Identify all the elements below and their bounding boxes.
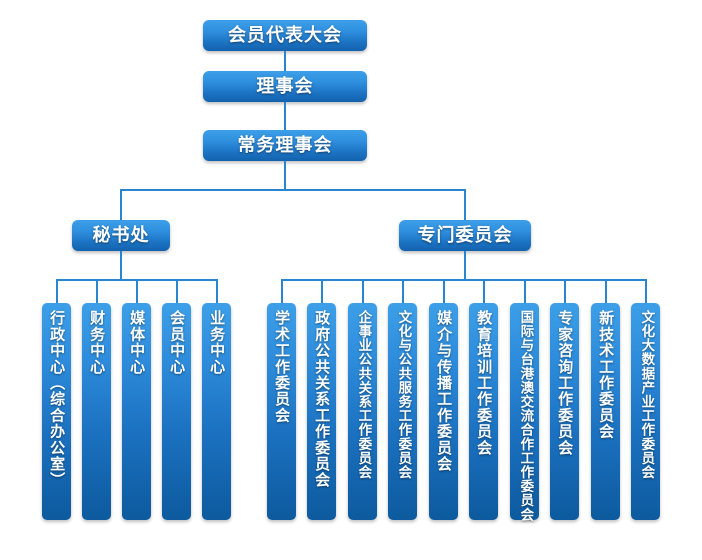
- connector-l2-l3: [284, 102, 286, 130]
- node-label: 秘书处: [92, 225, 150, 246]
- node-council[interactable]: 理事会: [203, 71, 367, 102]
- node-media-center[interactable]: 媒体中心: [122, 303, 151, 520]
- node-finance-center[interactable]: 财务中心: [82, 303, 111, 520]
- node-label: 财务中心: [88, 310, 107, 375]
- node-government-pr-committee[interactable]: 政府公共关系工作委员会: [307, 303, 336, 520]
- node-label: 会员代表大会: [228, 25, 342, 46]
- connector-drop-committee-7: [524, 279, 526, 303]
- node-secretariat[interactable]: 秘书处: [72, 220, 170, 251]
- connector-l3-bus: [284, 161, 286, 190]
- connector-drop-committee-6: [483, 279, 485, 303]
- connector-bus-committee-children: [281, 279, 645, 281]
- connector-drop-secretariat-3: [136, 279, 138, 303]
- node-label: 常务理事会: [237, 135, 333, 156]
- connector-drop-committee-10: [645, 279, 647, 303]
- node-culture-public-service-committee[interactable]: 文化与公共服务工作委员会: [388, 303, 417, 520]
- node-academic-committee[interactable]: 学术工作委员会: [267, 303, 296, 520]
- node-label: 国际与台港澳交流合作工作委员会: [517, 310, 534, 522]
- connector-drop-secretariat-5: [216, 279, 218, 303]
- connector-drop-committee-4: [402, 279, 404, 303]
- connector-drop-committee-5: [443, 279, 445, 303]
- node-special-committees[interactable]: 专门委员会: [399, 220, 531, 251]
- node-label: 专家咨询工作委员会: [556, 310, 575, 456]
- node-label: 媒体中心: [128, 310, 147, 375]
- connector-bus-to-committees: [464, 189, 466, 220]
- node-new-technology-committee[interactable]: 新技术工作委员会: [591, 303, 620, 520]
- node-expert-consulting-committee[interactable]: 专家咨询工作委员会: [550, 303, 579, 520]
- node-administration-center[interactable]: 行政中心（综合办公室）: [42, 303, 71, 520]
- node-label: 会员中心: [168, 310, 187, 375]
- node-education-training-committee[interactable]: 教育培训工作委员会: [469, 303, 498, 520]
- node-label: 文化大数据产业工作委员会: [638, 310, 655, 480]
- node-membership-center[interactable]: 会员中心: [162, 303, 191, 520]
- node-label: 文化与公共服务工作委员会: [395, 310, 412, 480]
- node-label: 行政中心（综合办公室）: [48, 310, 67, 489]
- node-label: 教育培训工作委员会: [475, 310, 494, 456]
- connector-drop-committee-3: [362, 279, 364, 303]
- connector-drop-secretariat-4: [176, 279, 178, 303]
- node-member-congress[interactable]: 会员代表大会: [203, 20, 367, 51]
- connector-drop-committee-8: [564, 279, 566, 303]
- node-label: 媒介与传播工作委员会: [435, 310, 454, 472]
- connector-bus-to-secretariat: [120, 189, 122, 220]
- connector-drop-committee-2: [321, 279, 323, 303]
- connector-secretariat-down: [120, 251, 122, 280]
- connector-l1-l2: [284, 51, 286, 71]
- node-label: 业务中心: [208, 310, 227, 375]
- node-label: 企事业公共关系工作委员会: [355, 310, 372, 480]
- node-standing-council[interactable]: 常务理事会: [203, 130, 367, 161]
- node-label: 政府公共关系工作委员会: [313, 310, 332, 489]
- connector-drop-committee-9: [605, 279, 607, 303]
- node-label: 新技术工作委员会: [597, 310, 616, 440]
- connector-drop-secretariat-1: [56, 279, 58, 303]
- connector-bus-level4: [120, 189, 466, 191]
- connector-committees-down: [464, 251, 466, 280]
- node-media-communication-committee[interactable]: 媒介与传播工作委员会: [429, 303, 458, 520]
- node-label: 理事会: [256, 76, 314, 97]
- connector-drop-committee-1: [281, 279, 283, 303]
- node-label: 专门委员会: [417, 225, 513, 246]
- connector-drop-secretariat-2: [96, 279, 98, 303]
- node-culture-bigdata-industry-committee[interactable]: 文化大数据产业工作委员会: [631, 303, 660, 520]
- node-business-center[interactable]: 业务中心: [202, 303, 231, 520]
- node-enterprise-pr-committee[interactable]: 企事业公共关系工作委员会: [348, 303, 377, 520]
- node-label: 学术工作委员会: [273, 310, 292, 424]
- node-international-exchange-committee[interactable]: 国际与台港澳交流合作工作委员会: [510, 303, 539, 522]
